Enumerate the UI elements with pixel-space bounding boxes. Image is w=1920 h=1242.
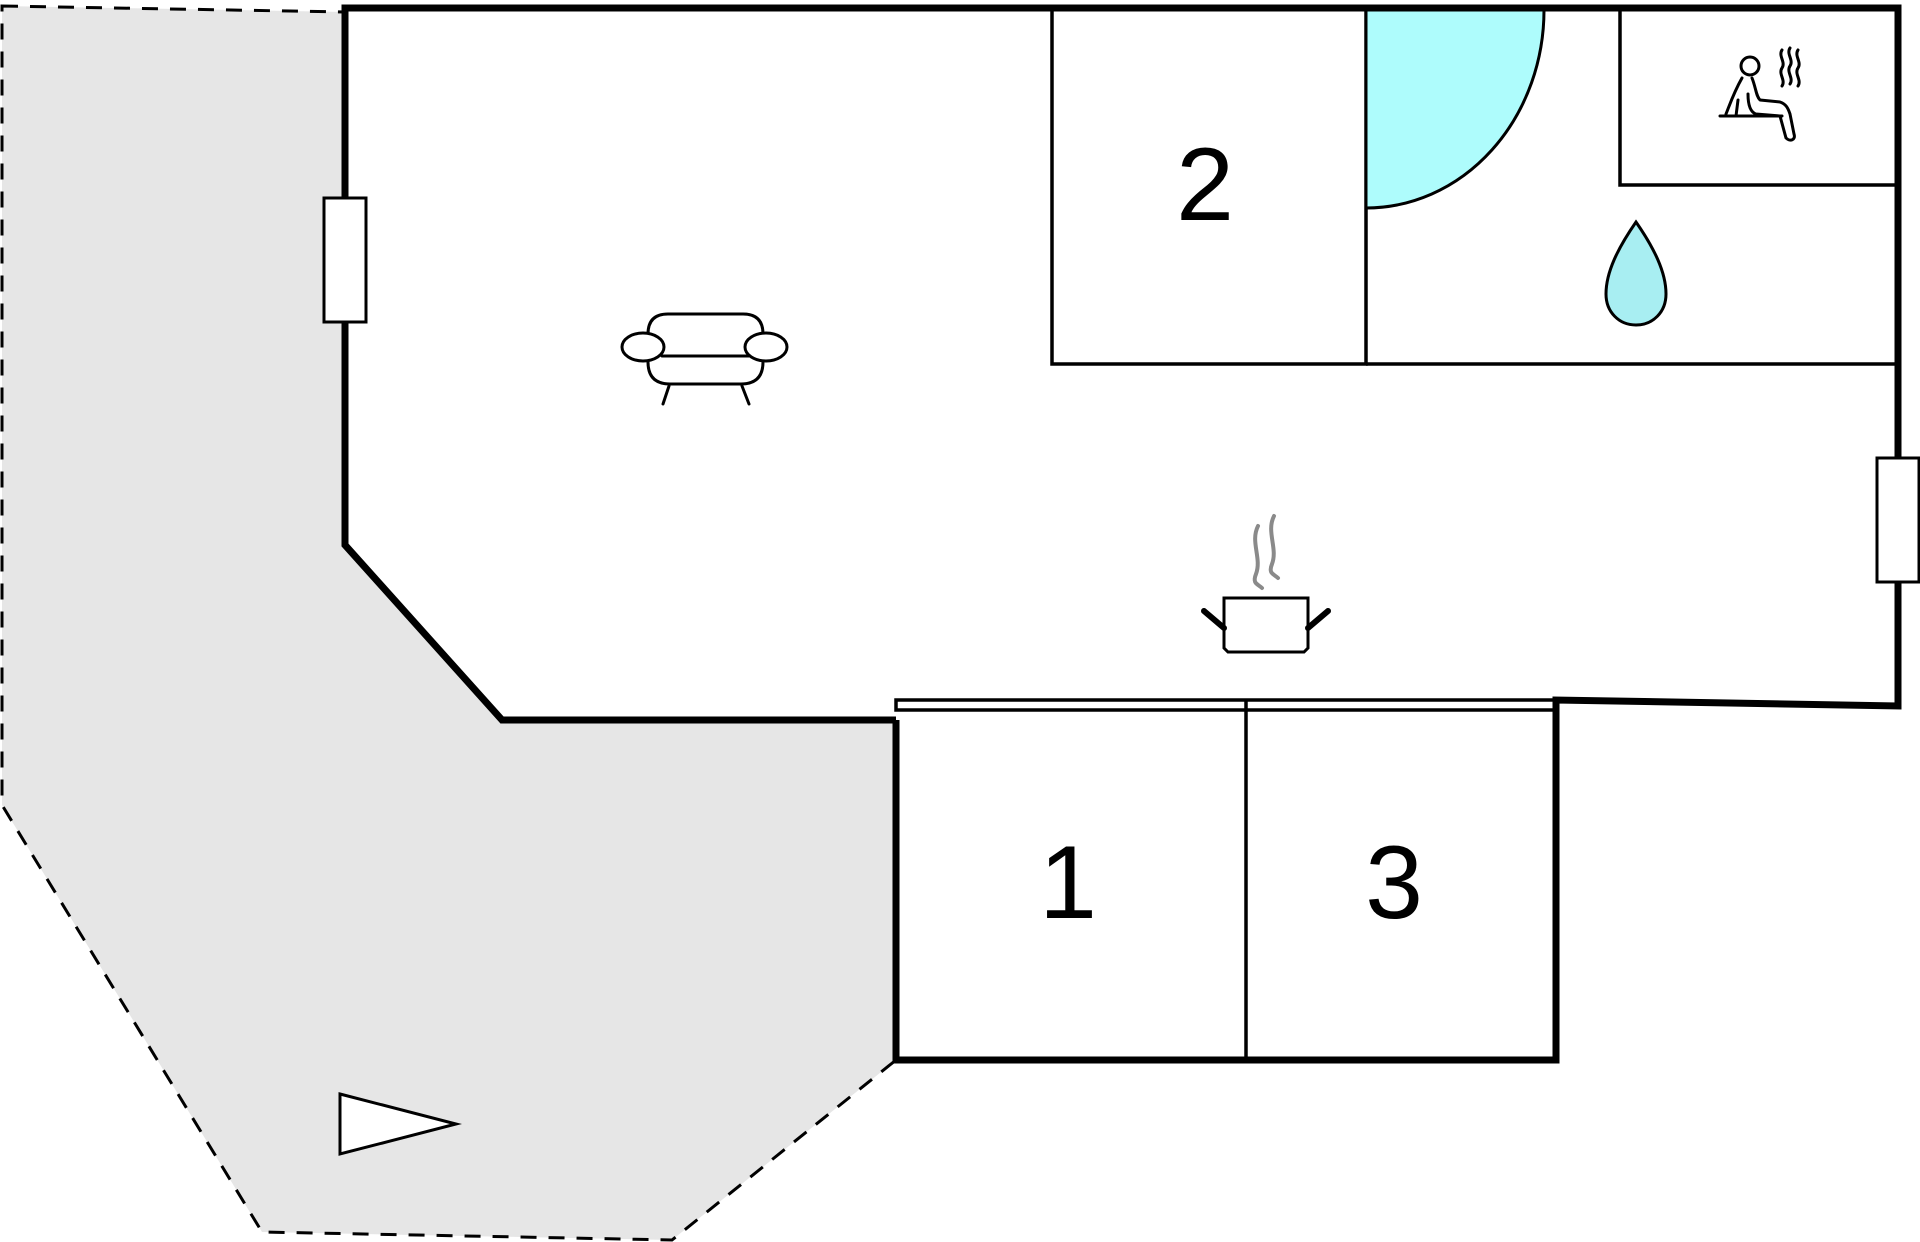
main-floor [345, 8, 1898, 1060]
window-east [1875, 456, 1920, 584]
sauna-icon [1718, 46, 1801, 142]
room-label-2: 2 [1176, 127, 1234, 243]
room-label-3: 3 [1365, 825, 1423, 941]
outer-wall [341, 4, 1902, 1064]
terrace-area [0, 4, 898, 1242]
shower-area [1364, 8, 1546, 210]
entrance-arrow-icon [338, 1092, 462, 1156]
window-west [322, 196, 368, 324]
room-label-1: 1 [1039, 825, 1097, 941]
sofa-icon [620, 312, 789, 406]
bedroom-strip-top [894, 698, 1558, 712]
cooking-pot-icon [1201, 514, 1331, 654]
water-drop-icon [1604, 219, 1668, 327]
sauna-walls [1618, 6, 1900, 187]
